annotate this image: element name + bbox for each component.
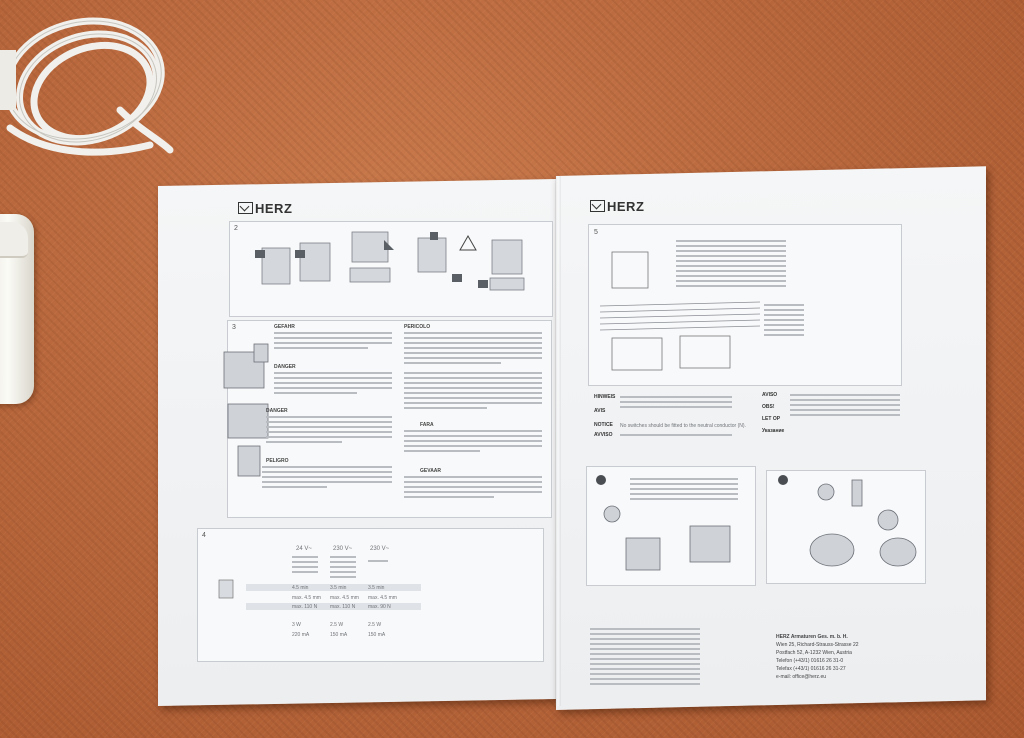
document-keep-languages — [590, 628, 700, 688]
warning-danger-en: DANGER — [274, 364, 296, 370]
notice-text — [620, 396, 732, 411]
device-cap — [0, 214, 34, 404]
notice-notice: NOTICE — [594, 422, 613, 428]
cable-coil — [0, 17, 174, 156]
warning-peligro: PELIGRO — [266, 458, 289, 464]
footer-fax: Telefax (+43/1) 01616 26 31-27 — [776, 666, 846, 672]
text-block — [274, 372, 392, 397]
text-block — [404, 430, 542, 455]
text-block — [266, 416, 392, 446]
voltage-24: 24 V~ — [296, 546, 312, 552]
herz-logo-left: HERZ — [238, 201, 292, 216]
herz-logo-icon — [590, 200, 605, 212]
spec-cell: 220 mA — [292, 632, 310, 638]
warning-danger-fr: DANGER — [266, 408, 288, 414]
section-number: 4 — [202, 532, 206, 539]
text-block — [404, 332, 542, 367]
spec-cell: max. 4.5 mm — [368, 595, 397, 601]
warning-fara: FARA — [420, 422, 434, 428]
notice-avviso: AVVISO — [594, 432, 613, 438]
notice-let-op: LET OP — [762, 416, 781, 422]
text-block — [274, 332, 392, 352]
spec-row-1 — [246, 584, 421, 591]
accessory-legend — [764, 304, 804, 339]
footer-company: HERZ Armaturen Ges. m. b. H. — [776, 634, 848, 640]
text-block — [404, 476, 542, 501]
footer-email: e-mail: office@herz.eu — [776, 674, 827, 680]
article-numbers — [292, 556, 318, 576]
notice-text — [620, 434, 732, 439]
notice-obs: OBS! — [762, 404, 775, 410]
text-block — [404, 372, 542, 412]
voltage-230b: 230 V~ — [370, 546, 390, 552]
text-block — [262, 466, 392, 491]
article-numbers — [330, 556, 356, 581]
panel-section-4: 4 — [197, 528, 544, 662]
warning-gefahr: GEFAHR — [274, 324, 295, 330]
herz-logo-right: HERZ — [590, 199, 644, 214]
sheet-fold-crease — [555, 176, 561, 706]
notice-ukazanie: Указание — [762, 428, 785, 434]
spec-cell: 4.5 min — [292, 585, 309, 591]
spec-cell: max. 4.5 mm — [330, 595, 359, 601]
notice-avis: AVIS — [594, 408, 606, 414]
footer-post: Postfach 52, A-1232 Wien, Austria — [776, 650, 852, 656]
notice-text-en: No switches should be fitted to the neut… — [620, 423, 746, 429]
spec-cell: max. 110 N — [330, 604, 356, 610]
section-number: 5 — [594, 229, 598, 236]
spec-cell: 2.5 W — [330, 622, 344, 628]
colour-code-table — [676, 240, 786, 290]
warning-pericolo: PERICOLO — [404, 324, 431, 330]
spec-cell: 150 mA — [330, 632, 348, 638]
spec-cell: max. 110 N — [292, 604, 318, 610]
dismantling-legend — [630, 478, 738, 503]
spec-row-3 — [246, 603, 421, 610]
notice-text — [790, 394, 900, 419]
spec-cell: 2.5 W — [368, 622, 382, 628]
article-numbers — [368, 560, 388, 565]
herz-logo-icon — [238, 202, 253, 214]
notice-hinweis: HINWEIS — [594, 394, 616, 400]
spec-cell: 3.5 min — [330, 585, 347, 591]
notice-aviso: AVISO — [762, 392, 778, 398]
voltage-230a: 230 V~ — [333, 546, 353, 552]
spec-cell: 3.5 min — [368, 585, 385, 591]
section-number: 2 — [234, 225, 238, 232]
spec-cell: max. 90 N — [368, 604, 391, 610]
footer-address: Wien 25, Richard-Strauss-Strasse 22 — [776, 642, 859, 648]
footer-phone: Telefon (+43/1) 01616 26 31-0 — [776, 658, 844, 664]
spec-cell: 150 mA — [368, 632, 386, 638]
spec-cell: max. 4.5 mm — [292, 595, 321, 601]
spec-cell: 3 W — [292, 622, 301, 628]
warning-gevaar: GEVAAR — [420, 468, 442, 474]
section-number: 3 — [232, 324, 236, 331]
